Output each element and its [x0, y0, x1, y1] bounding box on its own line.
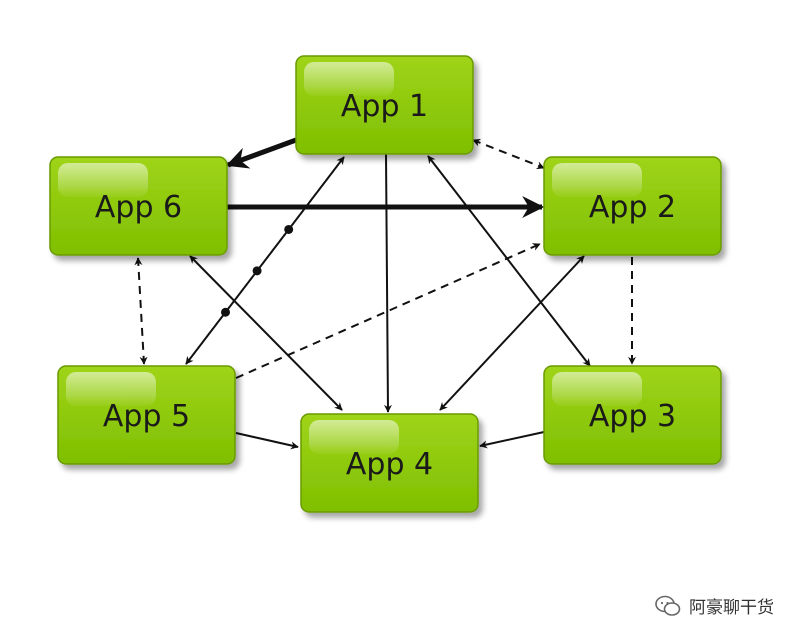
edge-bead: [252, 266, 262, 276]
nodes-group: App 1 App 2 App 3 App 4 App 5 App 6: [49, 55, 722, 513]
node-app5: App 5: [57, 365, 236, 465]
node-gloss: [58, 163, 148, 197]
edge-bead: [284, 224, 294, 234]
edge-app1-app6: [225, 137, 297, 169]
node-label: App 1: [341, 89, 428, 124]
node-app1: App 1: [295, 55, 474, 155]
edge-bead: [221, 307, 230, 317]
edge-app6-app4: [189, 255, 343, 411]
watermark: 阿豪聊干货: [655, 593, 774, 618]
edge-app2-app4: [439, 255, 585, 411]
node-gloss: [552, 372, 642, 406]
node-app2: App 2: [543, 156, 722, 256]
edge-app1-app4: [383, 153, 392, 413]
edge-app5-app4: [235, 432, 299, 450]
edge-app3-app4: [479, 431, 545, 449]
node-app3: App 3: [543, 365, 722, 465]
node-label: App 3: [589, 399, 676, 434]
node-app4: App 4: [300, 413, 479, 513]
node-gloss: [309, 420, 399, 454]
node-gloss: [66, 372, 156, 406]
node-label: App 2: [589, 190, 676, 225]
node-app6: App 6: [49, 156, 228, 256]
edge-app1-app2: [472, 138, 545, 170]
node-label: App 6: [95, 190, 182, 225]
node-label: App 5: [103, 399, 190, 434]
wechat-icon: [655, 595, 681, 616]
node-label: App 4: [346, 447, 433, 482]
edges-group: [134, 137, 636, 450]
watermark-text: 阿豪聊干货: [689, 598, 774, 618]
node-gloss: [304, 62, 394, 96]
edge-app6-app5: [134, 257, 148, 365]
node-gloss: [552, 163, 642, 197]
